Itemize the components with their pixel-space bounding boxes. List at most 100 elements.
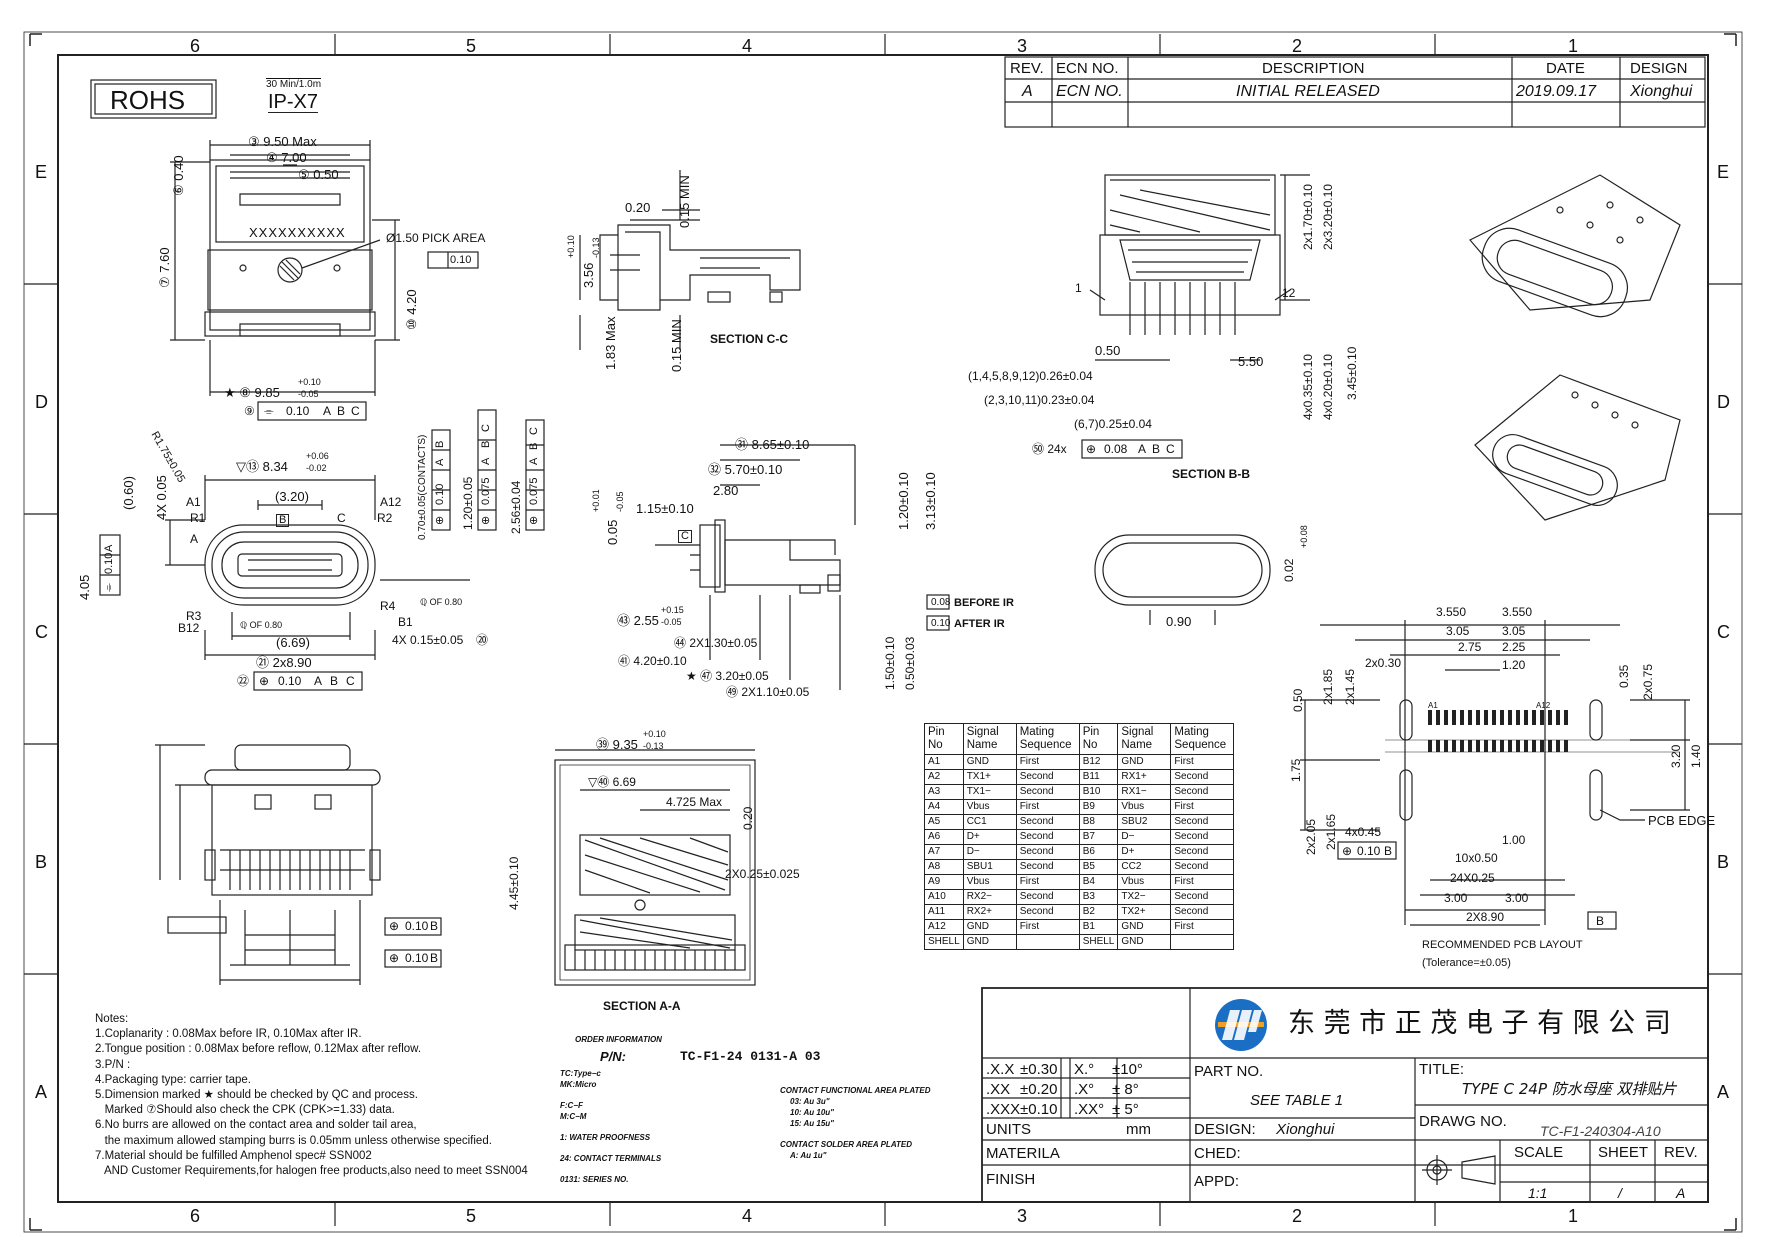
pin-table-cell: TX1− [962,784,1017,800]
bottom-view [155,744,381,985]
ip-rating: IP-X7 [268,91,319,113]
pcb-dim-3550-left: 3.550 [1436,605,1467,619]
fcf-v2-symbol: ⊕ [480,515,492,525]
fcf-front-left-value: 0.10 [103,552,115,574]
pcb-dim-305-left: 3.05 [1446,624,1470,638]
company-name: 东 莞 市 正 茂 电 子 有 限 公 司 [1288,1008,1671,1039]
dim-cc-356: 3.56 [581,262,596,288]
fcf-v2-datum-a: A [480,457,492,465]
pin-table-cell: First [1170,754,1235,770]
dim-small-002-plus: +0.08 [1299,525,1309,548]
sheet-value: / [1618,1185,1622,1201]
pin-table-cell: A5 [924,814,964,830]
order-right-item: CONTACT SOLDER AREA PLATED [780,1140,912,1149]
dim-bb-4x020: 4x0.20±0.10 [1321,354,1335,420]
pin-table-cell: A10 [924,889,964,905]
drawing-no-value: TC-F1-240304-A10 [1540,1123,1661,1139]
sheet-label: SHEET [1598,1144,1649,1161]
rev-row-description: INITIAL RELEASED [1236,83,1380,100]
pin-table-cell: Second [1015,889,1080,905]
dim-top-inner-width: ④ 7.00 [266,150,307,165]
notes-title: Notes: [95,1013,129,1025]
zone-row-e: E [35,162,48,182]
approved-label: APPD: [1194,1173,1240,1190]
pcb-label-a1: A1 [1428,701,1438,710]
rev-header-rev: REV. [1010,60,1044,77]
pin-table-cell: A9 [924,874,964,890]
pick-area-flatness: 0.10 [450,254,472,266]
dim-side-255-minus: -0.05 [661,617,682,627]
datum-c-side: C [678,530,692,543]
pin-table-cell: First [1170,874,1235,890]
pin-table-cell: B6 [1078,844,1119,860]
fcf-v3-datum-a: A [528,457,540,465]
fcf-bb-datum-b: B [1152,442,1161,456]
pcb-datum-b: B [1596,914,1605,928]
datum-a-left: A [190,532,199,546]
tolerance-cell: .XX° [1074,1101,1105,1118]
dim-front-contacts: 0.70±0.05(CONTACTS) [417,434,428,540]
pin-table-cell: Vbus [1117,799,1172,815]
rohs-mark: ROHS [110,85,186,115]
fcf-v3-value: 0.075 [528,477,540,505]
tolerance-cell: ± 8° [1112,1081,1139,1098]
rev-row-ecn: ECN NO. [1056,83,1123,100]
zone-col-5-bottom: 5 [466,1206,477,1226]
ip-rating-condition: 30 Min/1.0m [266,79,322,90]
dim-side-005-plus: +0.01 [591,489,601,512]
dim-small-090: 0.90 [1166,614,1192,629]
note-line: 7.Material should be fulfilled Amphenol … [95,1149,372,1162]
pin-table-header-cell: Signal Name [1117,723,1172,755]
pcb-dim-320: 3.20 [1669,744,1683,768]
pin-table-header-cell: Mating Sequence [1170,723,1235,755]
tolerance-cell: X.° [1074,1061,1095,1078]
tolerance-cell: ±0.10 [1020,1101,1058,1118]
pcb-fcf-value: 0.10 [1357,844,1381,858]
zone-row-d-right: D [1717,392,1730,412]
order-left-item: 0131: SERIES NO. [560,1175,629,1184]
tolerance-cell: ± 5° [1112,1101,1139,1118]
ir-after-label: AFTER IR [954,618,1005,630]
pin-table-cell: Second [1170,769,1235,785]
dim-top-lip: ⑥ 0.40 [171,155,186,196]
dim-cc-356-minus: -0.13 [591,237,601,258]
pcb-dim-2x205: 2x2.05 [1304,818,1318,855]
dim-side-115: 1.15±0.10 [636,501,694,516]
dim-cc-015-top: 0.15 MIN [677,175,692,228]
fcf-front-left-symbol: ⌯ [103,583,115,592]
pin-table-cell: RX1− [1117,784,1172,800]
zone-col-3: 3 [1017,36,1028,56]
pcb-fcf-datum: B [1384,844,1393,858]
dim-bb-2x170: 2x1.70±0.10 [1301,184,1315,250]
label-r4: R4 [380,599,396,613]
pin-table-cell: Second [1170,844,1235,860]
dim-side-570: ㉜ 5.70±0.10 [708,462,783,477]
rev-row-date: 2019.09.17 [1516,83,1597,100]
pin-table-cell [1170,934,1235,950]
dim-side-255: ㊸ 2.55 [617,613,659,628]
section-bb-view [1089,174,1310,361]
rev-row-design: Xionghui [1630,83,1693,100]
pcb-dim-175: 1.75 [1289,758,1303,782]
dim-side-420: ㊶ 4.20±0.10 [618,654,687,668]
title-value: TYPE C 24P 防水母座 双排贴片 [1462,1080,1677,1098]
pin-table-cell: First [1015,754,1080,770]
zone-col-5: 5 [466,36,477,56]
pin-table-cell: Second [1170,814,1235,830]
datum-b: B [276,514,290,527]
checked-label: CHED: [1194,1145,1241,1162]
dim-top-overall-minus: -0.05 [298,389,319,399]
rev-label: REV. [1664,1144,1698,1161]
pcb-dim-2x030: 2x0.30 [1365,656,1402,670]
zone-col-3-bottom: 3 [1017,1206,1028,1226]
pin-table-cell: Second [1170,859,1235,875]
pin-table-cell: B8 [1078,814,1119,830]
pin-table-cell: D− [1117,829,1172,845]
